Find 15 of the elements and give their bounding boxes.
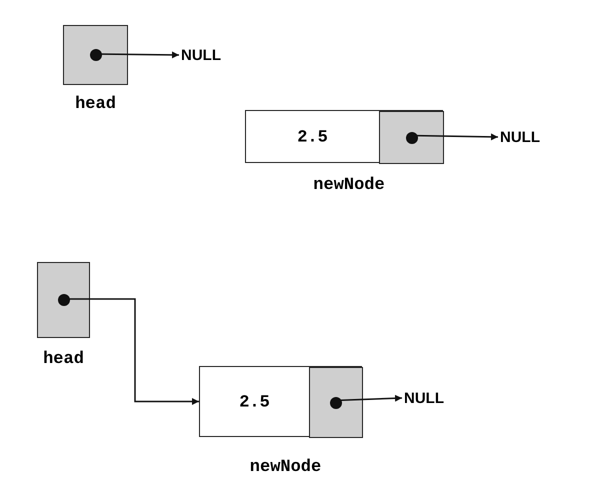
variable-name: newNode xyxy=(250,458,322,477)
value-text: 2.5 xyxy=(297,128,328,147)
pointer-cell xyxy=(309,367,363,438)
variable-name: newNode xyxy=(313,176,385,195)
null-label: NULL xyxy=(181,44,241,66)
variable-name: head xyxy=(43,350,84,369)
null-label: NULL xyxy=(404,387,464,409)
pointer-cell xyxy=(37,262,90,338)
pointer-cell xyxy=(379,111,444,164)
variable-name: head xyxy=(75,95,116,114)
pointer-cell xyxy=(63,25,128,85)
value-text: 2.5 xyxy=(239,393,270,412)
list-node-box xyxy=(199,366,362,437)
list-node-box xyxy=(245,110,443,163)
null-label: NULL xyxy=(500,126,560,148)
